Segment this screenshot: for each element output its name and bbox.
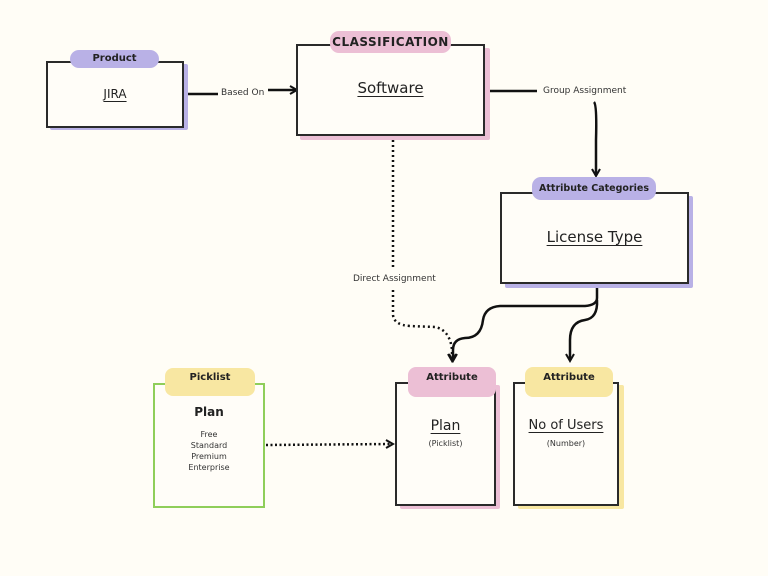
node-attribute-categories-box: License Type [500, 192, 689, 284]
edge-direct-assignment-lower [391, 290, 452, 360]
edge-license-to-plan [453, 288, 599, 360]
picklist-option: Standard [190, 441, 228, 450]
edge-label-direct-assignment: Direct Assignment [350, 274, 439, 284]
node-product-box: JIRA [46, 61, 184, 128]
edge-group-assignment-arrow [594, 101, 596, 175]
node-picklist-box: Plan Free Standard Premium Enterprise [153, 383, 265, 508]
node-picklist-title: Plan [194, 405, 224, 419]
node-attribute-users-subtitle: (Number) [546, 439, 586, 448]
node-classification-tag: CLASSIFICATION [330, 31, 451, 53]
edge-picklist-to-plan [265, 444, 392, 445]
node-product-tag: Product [70, 50, 159, 68]
node-attribute-plan-tag: Attribute [408, 367, 496, 397]
edge-license-to-users [570, 299, 599, 360]
node-picklist-tag: Picklist [165, 368, 255, 396]
node-attribute-categories-tag: Attribute Categories [532, 177, 656, 200]
node-attribute-categories-title: License Type [546, 228, 643, 246]
node-attribute-users-tag: Attribute [525, 367, 613, 397]
edge-label-based-on: Based On [218, 88, 268, 98]
node-picklist-options: Free Standard Premium Enterprise [155, 429, 263, 473]
node-attribute-users-box: No of Users (Number) [513, 382, 619, 506]
node-attribute-plan-subtitle: (Picklist) [428, 439, 463, 448]
node-classification-box: Software [296, 44, 485, 136]
picklist-option: Enterprise [188, 463, 230, 472]
picklist-option: Free [200, 430, 218, 439]
edge-label-group-assignment: Group Assignment [540, 86, 630, 96]
node-attribute-users-title: No of Users [528, 418, 604, 433]
picklist-option: Premium [191, 452, 227, 461]
node-attribute-plan-title: Plan [430, 418, 461, 434]
node-attribute-plan-box: Plan (Picklist) [395, 382, 496, 506]
node-classification-title: Software [357, 79, 424, 97]
node-product-title: JIRA [103, 87, 127, 101]
